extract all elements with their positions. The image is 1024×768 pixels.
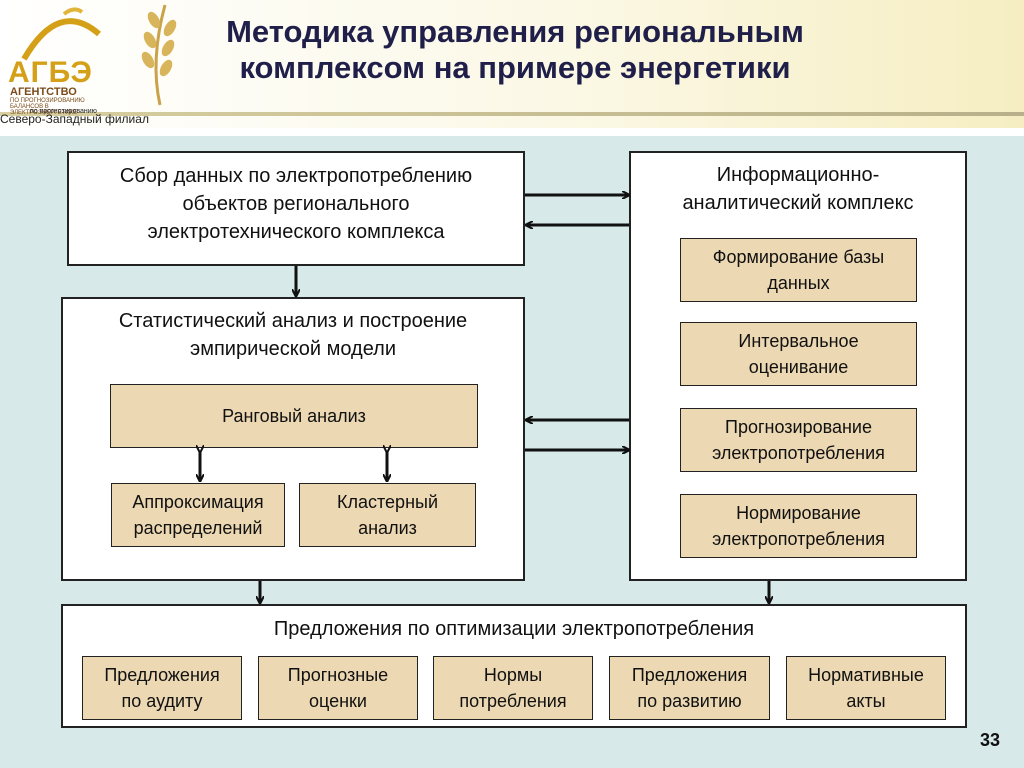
branch-overlay-text: по прогнозированию: [30, 108, 97, 115]
cluster-analysis-box: Кластерный анализ: [299, 483, 476, 547]
page-title: Методика управления региональным комплек…: [226, 14, 804, 85]
page-number: 33: [980, 730, 1001, 750]
agbe-logo: АГБЭ АГЕНТСТВО ПО ПРОГНОЗИРОВАНИЮ БАЛАНС…: [4, 4, 114, 116]
stat-analysis-title: Статистический анализ и построение эмпир…: [118, 310, 468, 360]
logo-agency: АГЕНТСТВО: [10, 86, 77, 98]
info-item-forecast: Прогнозирование электропотребления: [680, 408, 917, 472]
proposal-development: Предложения по развитию: [609, 656, 770, 720]
logo-text: АГБЭ: [8, 56, 93, 89]
rank-analysis-box: Ранговый анализ: [110, 384, 478, 448]
info-complex-title: Информационно- аналитический комплекс: [682, 164, 914, 214]
proposal-audit: Предложения по аудиту: [82, 656, 242, 720]
approximation-box: Аппроксимация распределений: [111, 483, 285, 547]
wheat-icon: [141, 4, 177, 106]
data-collection-label: Сбор данных по электропотреблению объект…: [119, 165, 473, 243]
info-item-norming: Нормирование электропотребления: [680, 494, 917, 558]
proposal-forecasts: Прогнозные оценки: [258, 656, 418, 720]
info-item-interval: Интервальное оценивание: [680, 322, 917, 386]
logo-arc-icon: [21, 7, 101, 61]
branch-label: Северо-Западный филиал: [0, 112, 149, 126]
proposal-regulations: Нормативные акты: [786, 656, 946, 720]
info-item-database: Формирование базы данных: [680, 238, 917, 302]
proposals-title: Предложения по оптимизации электропотреб…: [273, 618, 755, 640]
header-divider: [0, 112, 1024, 116]
proposal-norms: Нормы потребления: [433, 656, 593, 720]
data-collection-box: Сбор данных по электропотреблению объект…: [67, 151, 525, 266]
logo-subtitle: ПО ПРОГНОЗИРОВАНИЮ БАЛАНСОВ В ЭЛЕКТРОЭНЕ…: [10, 98, 85, 116]
